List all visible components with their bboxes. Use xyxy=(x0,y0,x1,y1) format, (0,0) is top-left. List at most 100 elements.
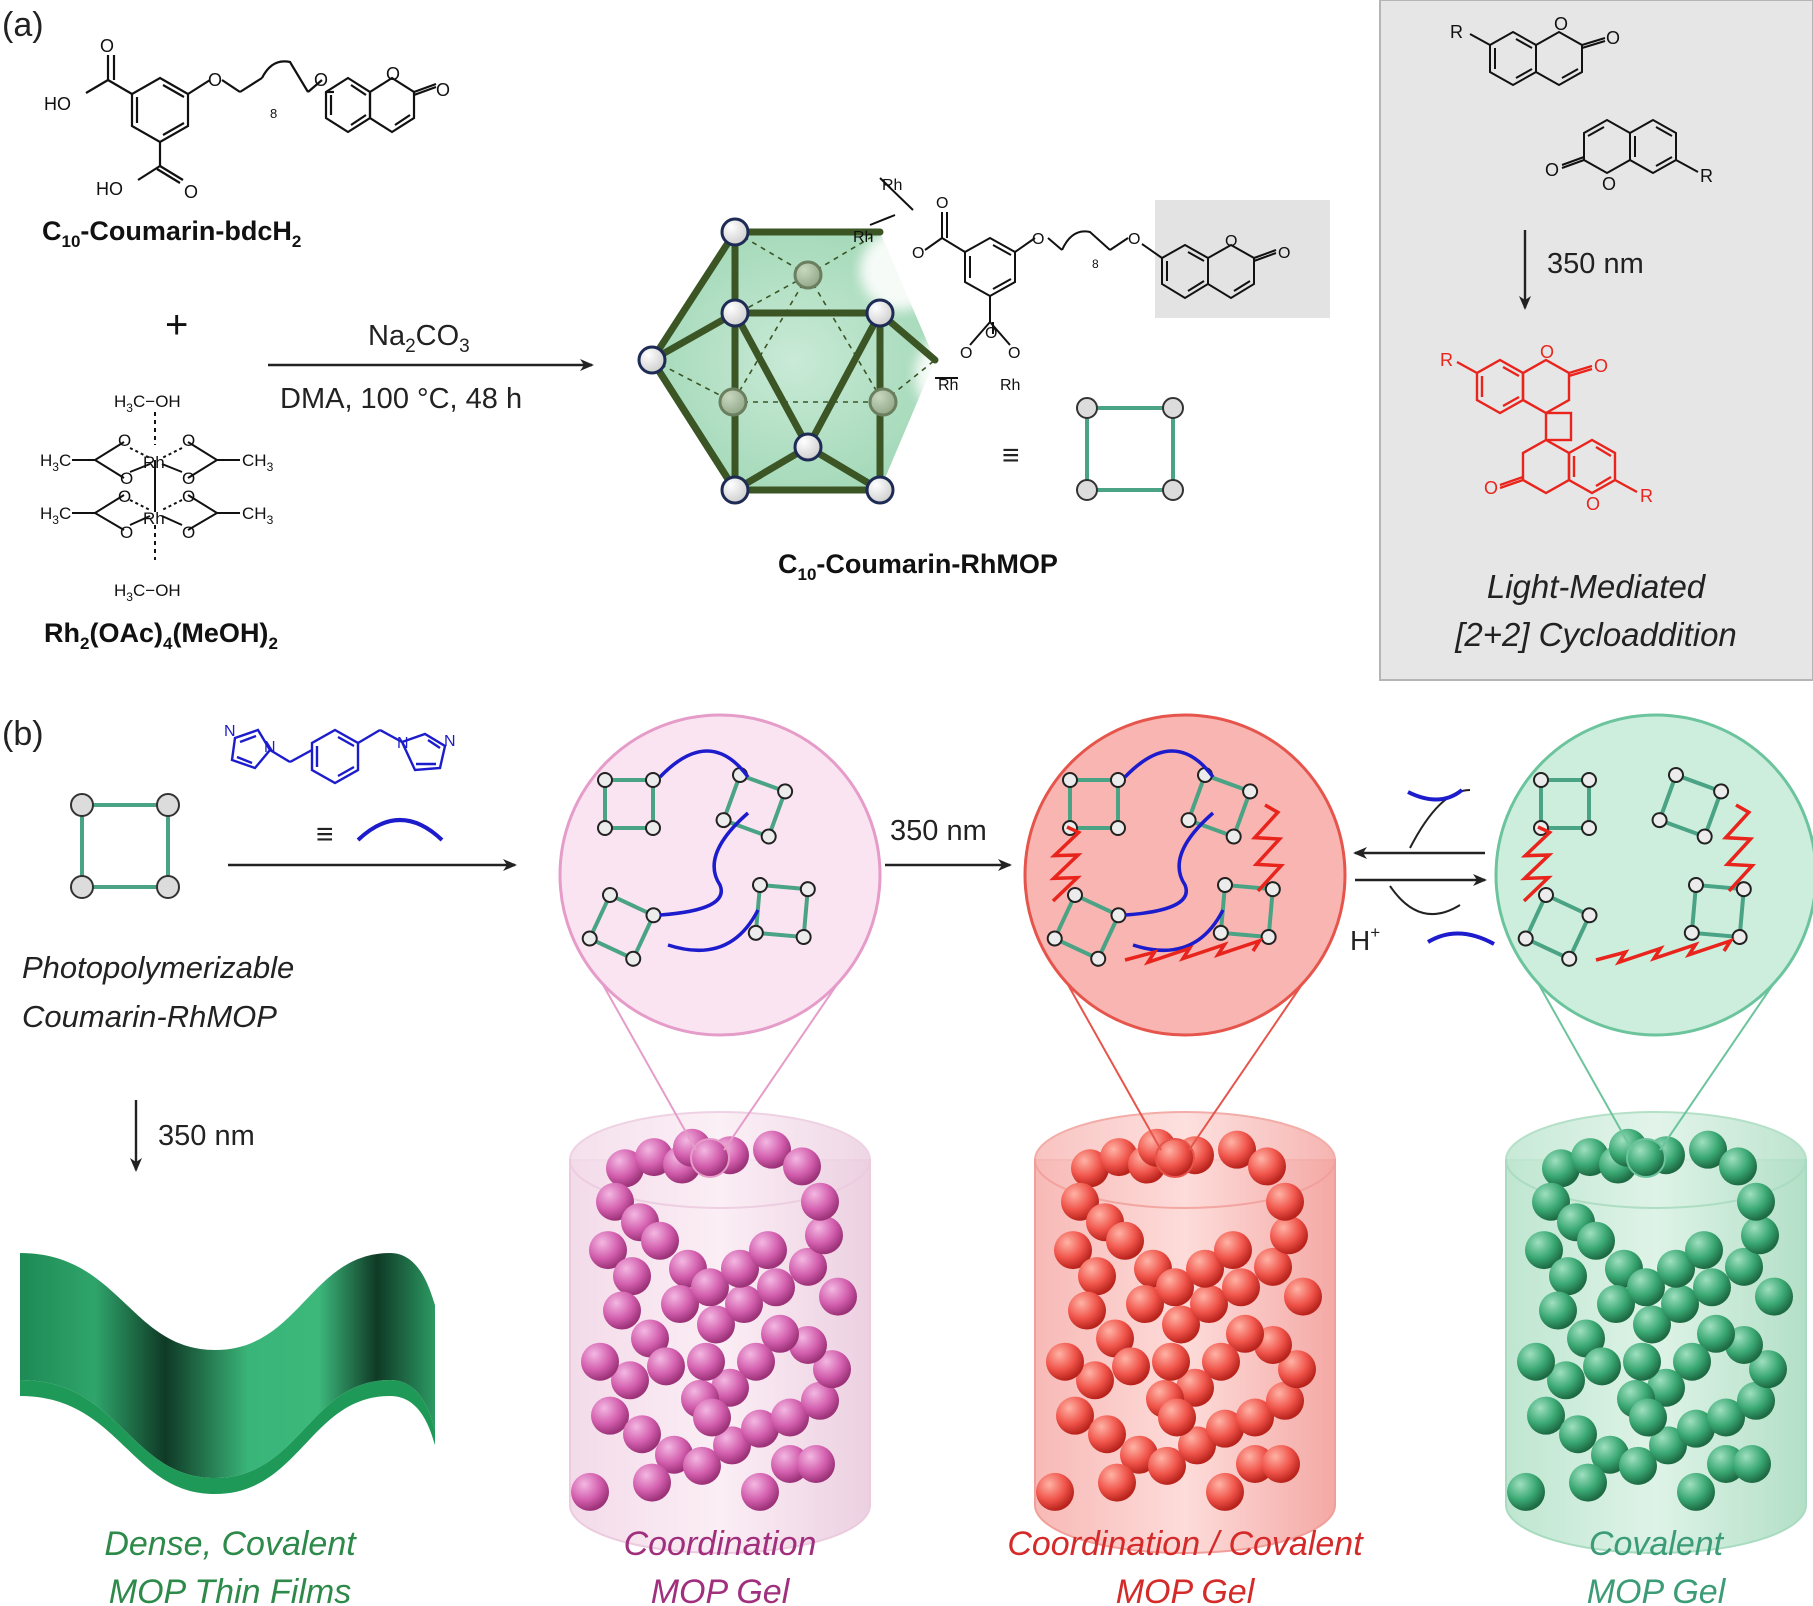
gel-bead xyxy=(1629,1398,1667,1437)
gel-bead xyxy=(1106,1221,1144,1260)
chain-count: 8 xyxy=(1092,257,1099,271)
gel-bead xyxy=(1236,1398,1274,1437)
atom-o: O xyxy=(1554,14,1568,34)
gel-bead xyxy=(757,1268,795,1307)
monomer-atom-labels: R O O O O R xyxy=(1450,14,1713,194)
zoom-circle xyxy=(558,713,882,1037)
atom-o: O xyxy=(960,345,972,362)
gel-bead xyxy=(1647,1368,1685,1407)
atom-rh: Rh xyxy=(1000,377,1020,394)
gel-bead xyxy=(801,1381,839,1420)
gel-bead xyxy=(611,1361,649,1400)
coumarin-highlight-box xyxy=(1155,200,1330,318)
atom-n: N xyxy=(444,733,456,750)
gel-columns xyxy=(558,713,1813,1554)
gel-bead xyxy=(591,1396,629,1435)
mini-mop xyxy=(581,887,662,967)
gel-bead xyxy=(1186,1249,1224,1288)
gel-bead xyxy=(813,1350,851,1389)
coordination-link xyxy=(659,811,750,917)
atom-o: O xyxy=(386,64,400,84)
gel-bead xyxy=(1549,1257,1587,1296)
rh-atom-labels: H3C−OH H3C−OH Rh Rh O O O O O O O O H3C … xyxy=(40,392,274,604)
gel-bead xyxy=(1156,1268,1194,1307)
gel-bead xyxy=(1569,1463,1607,1502)
mini-mop-network xyxy=(1517,767,1756,967)
gel-bead xyxy=(1178,1426,1216,1465)
gel-bead xyxy=(1677,1472,1715,1511)
gel-bead xyxy=(1226,1314,1264,1353)
mixed-caption-line2: MOP Gel xyxy=(1116,1573,1256,1606)
gel-coord xyxy=(558,713,882,1554)
gel-bead xyxy=(1222,1268,1260,1307)
gel-bead xyxy=(1266,1381,1304,1420)
gel-bead xyxy=(1071,1149,1109,1188)
gel-bead xyxy=(1190,1285,1228,1324)
gel-bead xyxy=(1623,1342,1661,1381)
atom-o: O xyxy=(120,469,133,488)
cage-ligand-atom-labels: Rh Rh O O O 8 O O O O O O Rh Rh xyxy=(853,177,1290,394)
zoom-line-right xyxy=(1188,982,1304,1151)
gel-bead xyxy=(761,1314,799,1353)
gel-bead xyxy=(693,1398,731,1437)
gel-bead xyxy=(741,1472,779,1511)
covalent-link xyxy=(1595,937,1735,966)
mini-mop xyxy=(597,772,661,836)
atom-o: O xyxy=(1484,478,1498,498)
chain-count: 8 xyxy=(270,106,277,121)
gel-bead xyxy=(606,1149,644,1188)
gel-bead xyxy=(1284,1277,1322,1316)
gel-bead xyxy=(1542,1149,1580,1188)
atom-o: O xyxy=(182,523,195,542)
film-wavelength: 350 nm xyxy=(158,1120,255,1152)
cov-caption-line2: MOP Gel xyxy=(1587,1573,1727,1606)
reagent-top: Na2CO3 xyxy=(368,320,470,357)
atom-o: O xyxy=(182,487,195,506)
mop-label: C10-Coumarin-RhMOP xyxy=(778,549,1058,584)
atom-o: O xyxy=(1278,245,1290,262)
atom-ho: HO xyxy=(96,179,123,199)
gel-bead xyxy=(683,1446,721,1485)
gel-bead xyxy=(633,1463,671,1502)
equiv-sign-b: ≡ xyxy=(316,818,334,851)
gel-bead xyxy=(1096,1319,1134,1358)
gel-bead xyxy=(753,1130,791,1169)
gel-bead xyxy=(697,1305,735,1344)
film-caption-line2: MOP Thin Films xyxy=(109,1573,351,1606)
mini-mop xyxy=(1683,877,1752,946)
gel-bead xyxy=(589,1231,627,1270)
mop-square-icon xyxy=(1076,397,1184,501)
gel-bead xyxy=(1719,1147,1757,1186)
film-caption-line1: Dense, Covalent xyxy=(104,1525,357,1563)
mid-wavelength: 350 nm xyxy=(890,815,987,847)
gel-bead xyxy=(1218,1130,1256,1169)
atom-r: R xyxy=(1440,350,1453,370)
atom-n: N xyxy=(224,723,236,740)
covalent-link xyxy=(1049,825,1083,903)
gel-bead xyxy=(801,1182,839,1221)
gel-bead xyxy=(1677,1409,1715,1448)
box-caption-line2: [2+2] Cycloaddition xyxy=(1454,616,1737,653)
box-wavelength: 350 nm xyxy=(1547,248,1644,280)
gel-bead xyxy=(1076,1361,1114,1400)
mini-mop xyxy=(1651,767,1730,845)
gel-bead xyxy=(1162,1305,1200,1344)
gel-bead xyxy=(1036,1472,1074,1511)
ligand-atom-labels: O HO O HO O 8 O O O xyxy=(44,36,450,202)
atom-rh: Rh xyxy=(143,509,165,528)
gel-bead xyxy=(1262,1445,1300,1483)
coord-caption-line2: MOP Gel xyxy=(651,1573,791,1606)
ligand-label: C10-Coumarin-bdcH2 xyxy=(42,216,301,251)
gel-bead xyxy=(1693,1268,1731,1307)
gel-bead xyxy=(1749,1350,1787,1389)
gel-bead xyxy=(1254,1247,1292,1286)
gel-bead xyxy=(661,1285,699,1324)
gel-bead xyxy=(711,1368,749,1407)
covalent-link xyxy=(1250,803,1285,893)
gel-bead xyxy=(1112,1347,1150,1386)
atom-o: O xyxy=(120,523,133,542)
mini-mop-network xyxy=(581,749,816,967)
gel-bead xyxy=(1567,1319,1605,1358)
atom-o: O xyxy=(1602,174,1616,194)
plus-sign: + xyxy=(165,303,188,347)
